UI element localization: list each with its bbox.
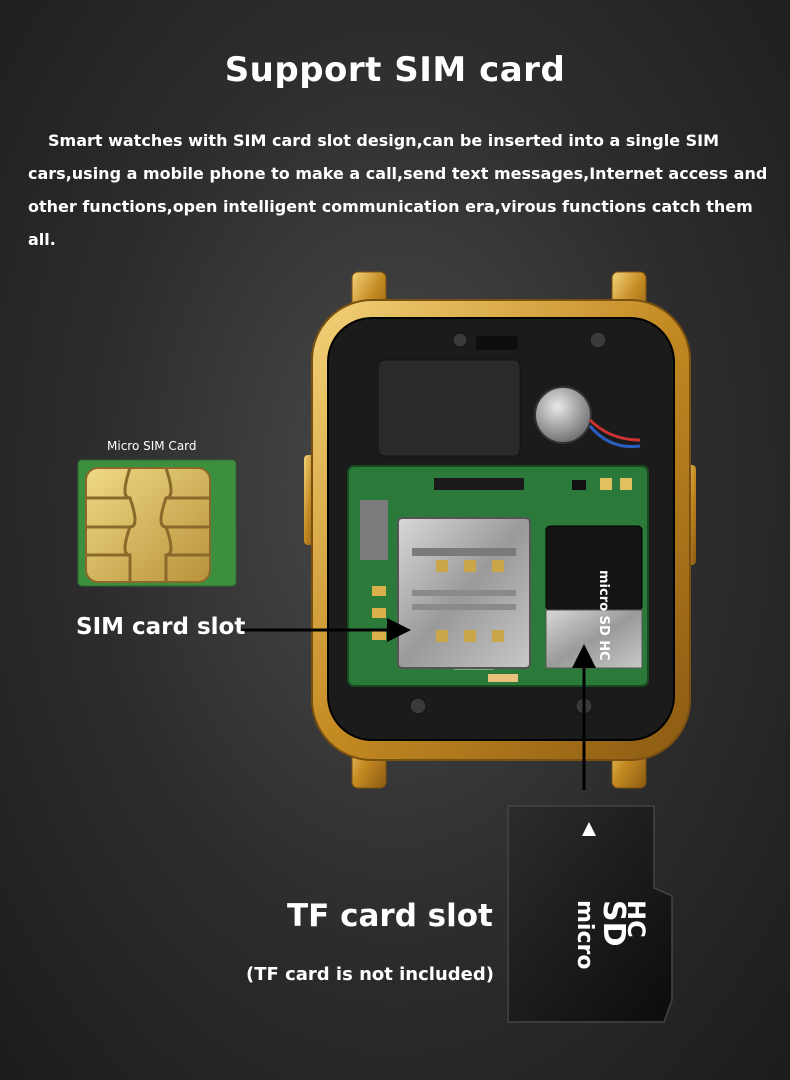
feature-description: Smart watches with SIM card slot design,… bbox=[28, 131, 768, 249]
sim-slot-label: SIM card slot bbox=[76, 614, 246, 640]
micro-sd-card: micro SD HC bbox=[507, 805, 673, 1023]
page-title: Support SIM card bbox=[224, 50, 566, 90]
insert-direction-icon bbox=[582, 822, 596, 836]
tf-card-note: (TF card is not included) bbox=[246, 964, 494, 985]
inner-sd-logo: micro SD HC bbox=[596, 570, 611, 661]
sd-logo-micro: micro bbox=[572, 900, 597, 969]
sd-logo-sd: SD bbox=[596, 900, 631, 947]
smartwatch-back: micro SD HC bbox=[304, 271, 696, 789]
sd-logo-hc: HC bbox=[622, 900, 650, 938]
micro-sim-card bbox=[77, 459, 237, 587]
micro-sim-caption: Micro SIM Card bbox=[107, 439, 197, 453]
tf-slot-label: TF card slot bbox=[287, 898, 493, 934]
